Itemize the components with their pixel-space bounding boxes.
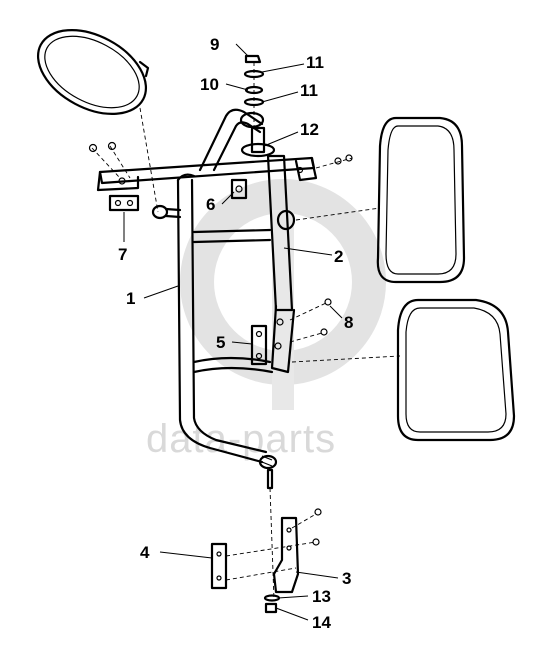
bracket-5 — [250, 324, 268, 366]
main-frame — [151, 173, 278, 470]
upper-rect-mirror — [295, 116, 466, 284]
callout-6: 6 — [206, 195, 215, 214]
lower-rect-mirror — [291, 298, 516, 442]
callout-9: 9 — [210, 35, 219, 54]
callout-1: 1 — [126, 289, 135, 308]
callout-13: 13 — [312, 587, 331, 606]
callout-8: 8 — [344, 313, 353, 332]
watermark-text: data-parts — [146, 417, 336, 461]
callout-7: 7 — [118, 245, 127, 264]
callout-4: 4 — [140, 543, 150, 562]
callout-10: 10 — [200, 75, 219, 94]
bracket-7 — [108, 194, 140, 212]
pivot-hardware — [240, 54, 276, 158]
callout-11-lower: 11 — [300, 81, 318, 100]
callout-3: 3 — [342, 569, 351, 588]
support-bar — [266, 154, 296, 374]
screws-8 — [289, 298, 332, 343]
callout-2: 2 — [334, 247, 343, 266]
callout-14: 14 — [312, 613, 331, 632]
round-mirror-head — [36, 29, 159, 213]
leader-lines — [123, 43, 343, 621]
callout-12: 12 — [300, 120, 319, 139]
lower-mount-hardware — [210, 468, 322, 614]
callout-11-upper: 11 — [306, 53, 324, 72]
callout-5: 5 — [216, 333, 225, 352]
bracket-6 — [230, 178, 248, 200]
cross-arm — [88, 141, 353, 192]
